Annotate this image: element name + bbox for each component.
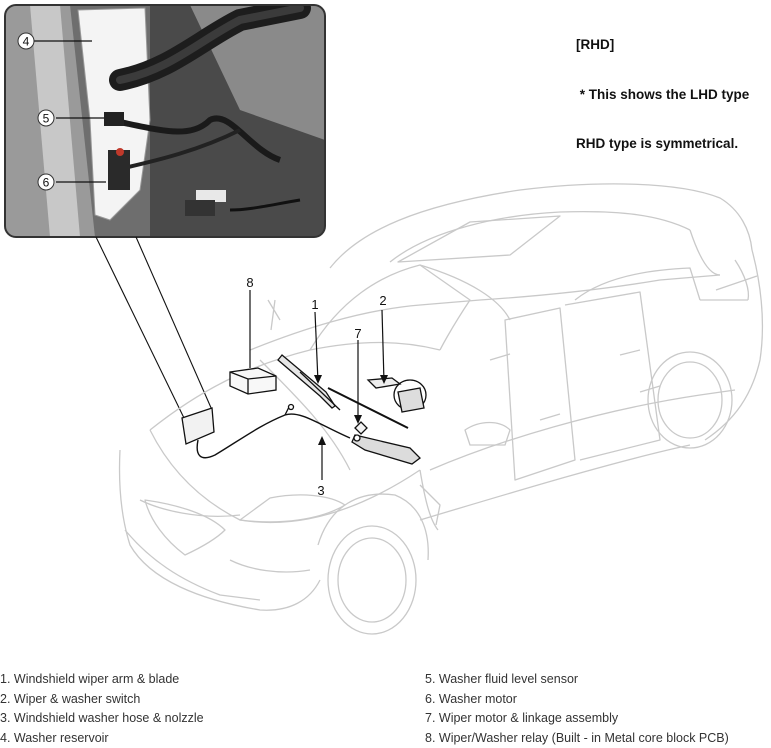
callout-6: 6 [43, 176, 50, 190]
legend-item: 6. Washer motor [425, 691, 517, 706]
legend-left: 1. Windshield wiper arm & blade 2. Wiper… [0, 670, 204, 748]
legend-right: 5. Washer fluid level sensor 6. Washer m… [425, 670, 729, 748]
inset-photo [4, 4, 326, 238]
components [181, 354, 427, 465]
rhd-note-line-2: * This shows the LHD type [576, 86, 750, 102]
legend-item: 8. Wiper/Washer relay (Built - in Metal … [425, 730, 729, 745]
car-leaders [249, 290, 385, 480]
callout-5: 5 [43, 112, 50, 126]
legend-item: 4. Washer reservoir [0, 730, 109, 745]
rhd-note-line-3: RHD type is symmetrical. [576, 136, 739, 151]
rhd-note: [RHD] * This shows the LHD type RHD type… [576, 4, 749, 169]
legend-item: 7. Wiper motor & linkage assembly [425, 711, 619, 726]
callout-4: 4 [23, 35, 30, 49]
legend-item: 2. Wiper & washer switch [0, 691, 141, 706]
callout-2: 2 [379, 293, 386, 308]
callout-7: 7 [354, 326, 361, 341]
car-outline [118, 183, 764, 635]
car-leader-arrows [314, 375, 388, 445]
callout-3: 3 [317, 483, 324, 498]
callout-1: 1 [311, 297, 318, 312]
rhd-note-line-1: [RHD] [576, 37, 615, 52]
inset-callout-circles [17, 32, 55, 191]
legend-item: 1. Windshield wiper arm & blade [0, 672, 180, 686]
inset-leaders [33, 40, 106, 183]
callout-8: 8 [246, 275, 253, 290]
legend-item: 3. Windshield washer hose & nolzzle [0, 711, 204, 726]
inset-to-car-lines [95, 236, 213, 419]
legend-item: 5. Washer fluid level sensor [425, 672, 579, 686]
